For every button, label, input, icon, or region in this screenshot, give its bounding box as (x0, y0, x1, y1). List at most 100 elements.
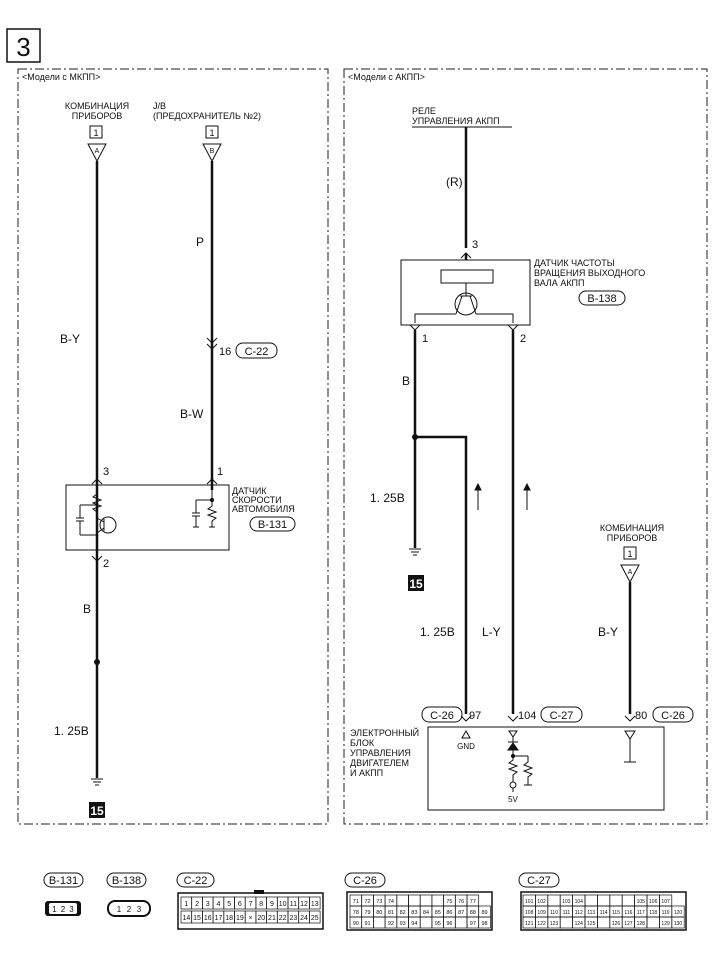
left-splice-icon (94, 659, 100, 665)
right-combination-pin: 1 (627, 549, 632, 559)
c26-pin: 97 (470, 921, 476, 927)
right-ecu-conn2-tag: C-27 (550, 710, 574, 722)
c27-tag-box (518, 872, 560, 888)
c22-key (254, 890, 264, 894)
c26-cell (478, 916, 491, 929)
c27-cell (609, 894, 623, 907)
c26-pin: 81 (388, 910, 394, 916)
left-wire-bw-label: B-W (180, 407, 204, 421)
c22-pin: 20 (257, 915, 265, 922)
c27-pin: 126 (612, 921, 621, 927)
c22-pin: 22 (279, 915, 287, 922)
left-sensor-label-1: ДАТЧИК (232, 486, 267, 496)
c26-pin: 73 (376, 899, 382, 905)
c22-cell (309, 910, 321, 924)
left-combination-connector-icon (87, 143, 107, 163)
left-combination-pin-box (89, 125, 103, 139)
left-sensor-pin1-chevron-icon (206, 478, 218, 485)
c27-tag: C-27 (527, 875, 551, 887)
right-ecu-box (427, 726, 665, 811)
c27-connector-face (520, 891, 687, 931)
c22-pin: 1 (184, 901, 188, 908)
c27-cell (547, 894, 561, 907)
c26-pin: 90 (353, 921, 359, 927)
c26-pin: 89 (481, 910, 487, 916)
c27-pin: 118 (649, 910, 657, 916)
c27-pin: 102 (537, 899, 546, 905)
right-sensor-label-3: ВАЛА АКПП (534, 278, 585, 288)
left-wire-p-label: P (196, 235, 204, 249)
left-c22-tag: C-22 (245, 346, 269, 358)
c26-pin: 77 (470, 899, 476, 905)
c27-cell (597, 916, 611, 929)
c27-pin: 114 (600, 910, 608, 916)
left-c22-chevron2-icon (206, 343, 218, 350)
c22-pin: 21 (268, 915, 276, 922)
c27-pin: 106 (649, 899, 658, 905)
c22-pin: 4 (216, 901, 220, 908)
c22-pin: × (249, 915, 253, 922)
c27-pin: 124 (575, 921, 584, 927)
c26-pin: 95 (435, 921, 441, 927)
left-sensor-tag-box (249, 516, 296, 532)
right-ecu-input-circuit-icon (507, 730, 534, 792)
c27-pin: 129 (661, 921, 670, 927)
c26-cell (373, 916, 386, 929)
b138-connector-face (107, 900, 151, 917)
c27-pin: 123 (550, 921, 559, 927)
left-sensor-pin3: 3 (103, 466, 109, 478)
page-number-box (6, 28, 41, 63)
c26-pin: 71 (353, 899, 359, 905)
c27-pin: 127 (624, 921, 633, 927)
c27-pin: 117 (637, 910, 645, 916)
right-ecu-conn2-tag-box (540, 706, 583, 723)
c27-cell (584, 894, 598, 907)
c27-pin: 122 (537, 921, 546, 927)
left-sensor-pin3-chevron-icon (91, 478, 103, 485)
b131-connector-inner (49, 903, 77, 914)
c26-connector-face (346, 891, 493, 931)
c27-pin: 128 (637, 921, 646, 927)
b131-pin-3: 3 (69, 905, 74, 914)
right-wire-by-label: B-Y (598, 625, 618, 639)
left-jb-pin-box (205, 125, 219, 139)
right-sensor-pin3: 3 (472, 239, 478, 251)
left-sensor-label-2: СКОРОСТИ (232, 495, 282, 505)
c22-pin: 3 (206, 901, 210, 908)
left-sensor-circuit-icon (76, 490, 218, 542)
c22-pin: 9 (270, 901, 274, 908)
right-combination-pin-box (623, 546, 637, 560)
c27-cell (646, 916, 660, 929)
right-ecu-conn1-pin: 97 (469, 710, 481, 722)
c26-cell (408, 894, 421, 907)
right-wire-125b-ground-label: 1. 25B (370, 491, 405, 505)
c22-pin: 7 (249, 901, 253, 908)
c26-cell (419, 916, 433, 929)
c26-pin: 93 (400, 921, 406, 927)
right-ecu-input3-icon (624, 730, 636, 763)
c27-pin: 112 (575, 910, 583, 916)
c22-tag-box (176, 872, 215, 888)
left-jb-label-2: (ПРЕДОХРАНИТЕЛЬ №2) (153, 111, 261, 121)
c26-pin: 80 (376, 910, 382, 916)
c22-pin: 10 (279, 901, 287, 908)
c27-pin: 108 (525, 910, 534, 916)
left-jb-connector-icon (202, 143, 222, 163)
right-ecu-conn3-tag: C-26 (661, 710, 685, 722)
left-sensor-pin2: 2 (103, 558, 109, 570)
c22-pin: 24 (300, 915, 308, 922)
c27-pin: 120 (674, 910, 683, 916)
c26-pin: 88 (470, 910, 476, 916)
right-signal-arrows-icon (474, 482, 531, 510)
c26-pin: 72 (364, 899, 370, 905)
c22-pin: 14 (182, 915, 190, 922)
c27-cell (559, 916, 573, 929)
right-ecu-conn1-chevron-icon (460, 715, 472, 722)
c26-pin: 84 (423, 910, 429, 916)
c26-tag-box (344, 872, 386, 888)
c26-pin: 92 (388, 921, 394, 927)
right-sensor-pin1-chevron-icon (409, 324, 421, 331)
